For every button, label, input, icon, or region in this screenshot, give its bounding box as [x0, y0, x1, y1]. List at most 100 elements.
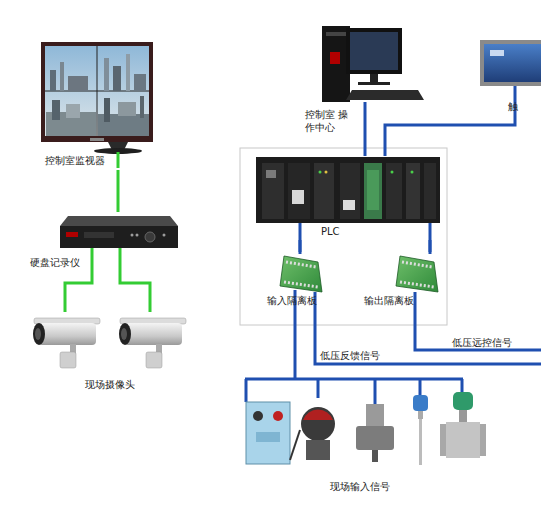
temperature-sensor-illustration-part	[413, 395, 428, 411]
monitor-illustration-part	[52, 100, 60, 120]
isolation-board-node: 输出隔离板	[362, 252, 442, 308]
cable-connector	[117, 170, 120, 212]
touch-panel-illustration	[480, 40, 541, 86]
flow-meter-illustration-part	[453, 392, 473, 410]
node-label: 触	[508, 100, 538, 113]
monitor-illustration-part	[90, 138, 104, 141]
isolation-board-illustration-part	[396, 256, 438, 292]
feedback-wire	[315, 292, 541, 364]
dvr-illustration-part	[60, 226, 178, 248]
plc-rack-illustration-part	[424, 163, 436, 219]
isolation-board-illustration-part	[280, 256, 322, 292]
monitor-illustration-part	[104, 98, 110, 122]
signal-label: 低压反馈信号	[320, 349, 400, 362]
computer-illustration	[322, 26, 424, 102]
camera-illustration-part	[121, 328, 127, 340]
dvr-illustration-part	[131, 234, 134, 237]
control-box-illustration	[246, 402, 290, 464]
field-devices-node: 现场输入信号	[235, 379, 500, 496]
video-cable	[117, 152, 120, 168]
isolation-board-illustration-part	[286, 262, 316, 267]
dvr-illustration	[60, 216, 178, 248]
cable-connector	[429, 240, 432, 252]
computer-illustration-part	[322, 26, 350, 102]
node-label: PLC	[321, 225, 361, 238]
node-label: 控制室监视器	[45, 154, 145, 167]
field-bus-part	[317, 379, 320, 398]
pull-switch-illustration-part	[290, 430, 300, 460]
monitor-illustration-part	[41, 42, 153, 142]
computer-illustration-part	[370, 74, 378, 82]
level-switch-illustration	[356, 404, 394, 462]
plc-rack-illustration-part	[325, 171, 328, 174]
plc-rack-illustration-part	[340, 163, 360, 219]
camera-illustration	[119, 318, 186, 368]
dvr-node: 硬盘记录仪	[28, 212, 180, 274]
plc-rack-illustration-part	[256, 157, 440, 223]
monitor-node: 控制室监视器	[40, 40, 158, 170]
monitor-illustration-part	[113, 66, 121, 91]
video-cable	[91, 248, 94, 274]
control-box-illustration-part	[256, 432, 280, 442]
level-switch-illustration-part	[356, 426, 394, 450]
signal-cable	[299, 223, 302, 254]
monitor-illustration-part	[134, 74, 146, 91]
dvr-illustration-part	[145, 232, 155, 242]
touch-panel-node: 触	[476, 38, 541, 116]
node-label: 输出隔离板	[364, 294, 442, 307]
plc-rack-illustration-part	[319, 171, 322, 174]
node-label: 现场输入信号	[330, 480, 430, 493]
monitor-illustration-part	[60, 62, 64, 91]
isolation-board-illustration-part	[400, 282, 434, 287]
camera-node: 现场摄像头	[20, 312, 190, 396]
field-bus-part	[374, 379, 377, 404]
monitor-illustration-part	[45, 46, 149, 136]
plc-rack-illustration-part	[406, 163, 420, 219]
touch-panel-illustration-part	[490, 50, 504, 56]
isolation-board-illustration	[396, 256, 438, 292]
plc-rack-illustration-part	[411, 171, 414, 174]
camera-illustration-part	[35, 328, 41, 340]
plc-rack-illustration-part	[343, 200, 355, 210]
computer-node: 控制室 操作中心	[300, 20, 410, 138]
camera-illustration-part	[33, 323, 45, 345]
signal-cable	[429, 223, 432, 254]
field-bus-part	[461, 379, 464, 392]
temperature-sensor-illustration-part	[418, 411, 423, 419]
isolation-board-illustration-part	[284, 282, 318, 287]
plc-rack-illustration-part	[386, 163, 402, 219]
node-label: 硬盘记录仪	[30, 256, 120, 269]
cable-connector	[385, 116, 515, 156]
flow-meter-illustration-part	[446, 422, 480, 458]
computer-illustration-part	[346, 28, 402, 74]
cable-connector	[364, 138, 367, 156]
plc-rack-illustration-part	[391, 171, 394, 174]
pull-switch-illustration-part	[306, 440, 330, 460]
monitor-illustration-part	[68, 76, 88, 91]
monitor-illustration	[41, 42, 153, 154]
camera-illustration-part	[124, 323, 182, 345]
level-switch-illustration-part	[372, 450, 378, 462]
level-switch-illustration-part	[366, 404, 384, 426]
field-bus-part	[245, 378, 463, 381]
control-box-illustration-part	[253, 411, 263, 421]
pull-switch-illustration-part	[301, 407, 335, 441]
monitor-illustration-part	[126, 54, 130, 91]
computer-illustration-part	[346, 90, 424, 100]
plc-rack-illustration-part	[288, 163, 310, 219]
remote-control-wire	[415, 292, 541, 350]
temperature-sensor-illustration-part	[419, 419, 422, 465]
field-bus	[245, 379, 463, 404]
node-label: 控制室 操作中心	[305, 108, 349, 134]
plc-rack-illustration	[256, 157, 440, 223]
dvr-illustration-part	[66, 232, 78, 237]
computer-illustration-part	[358, 82, 390, 85]
plc-rack-illustration-part	[314, 163, 334, 219]
computer-illustration-part	[326, 32, 346, 36]
cable-connector	[299, 240, 302, 252]
flow-meter-illustration-part	[459, 410, 467, 422]
camera-illustration-part	[119, 323, 131, 345]
